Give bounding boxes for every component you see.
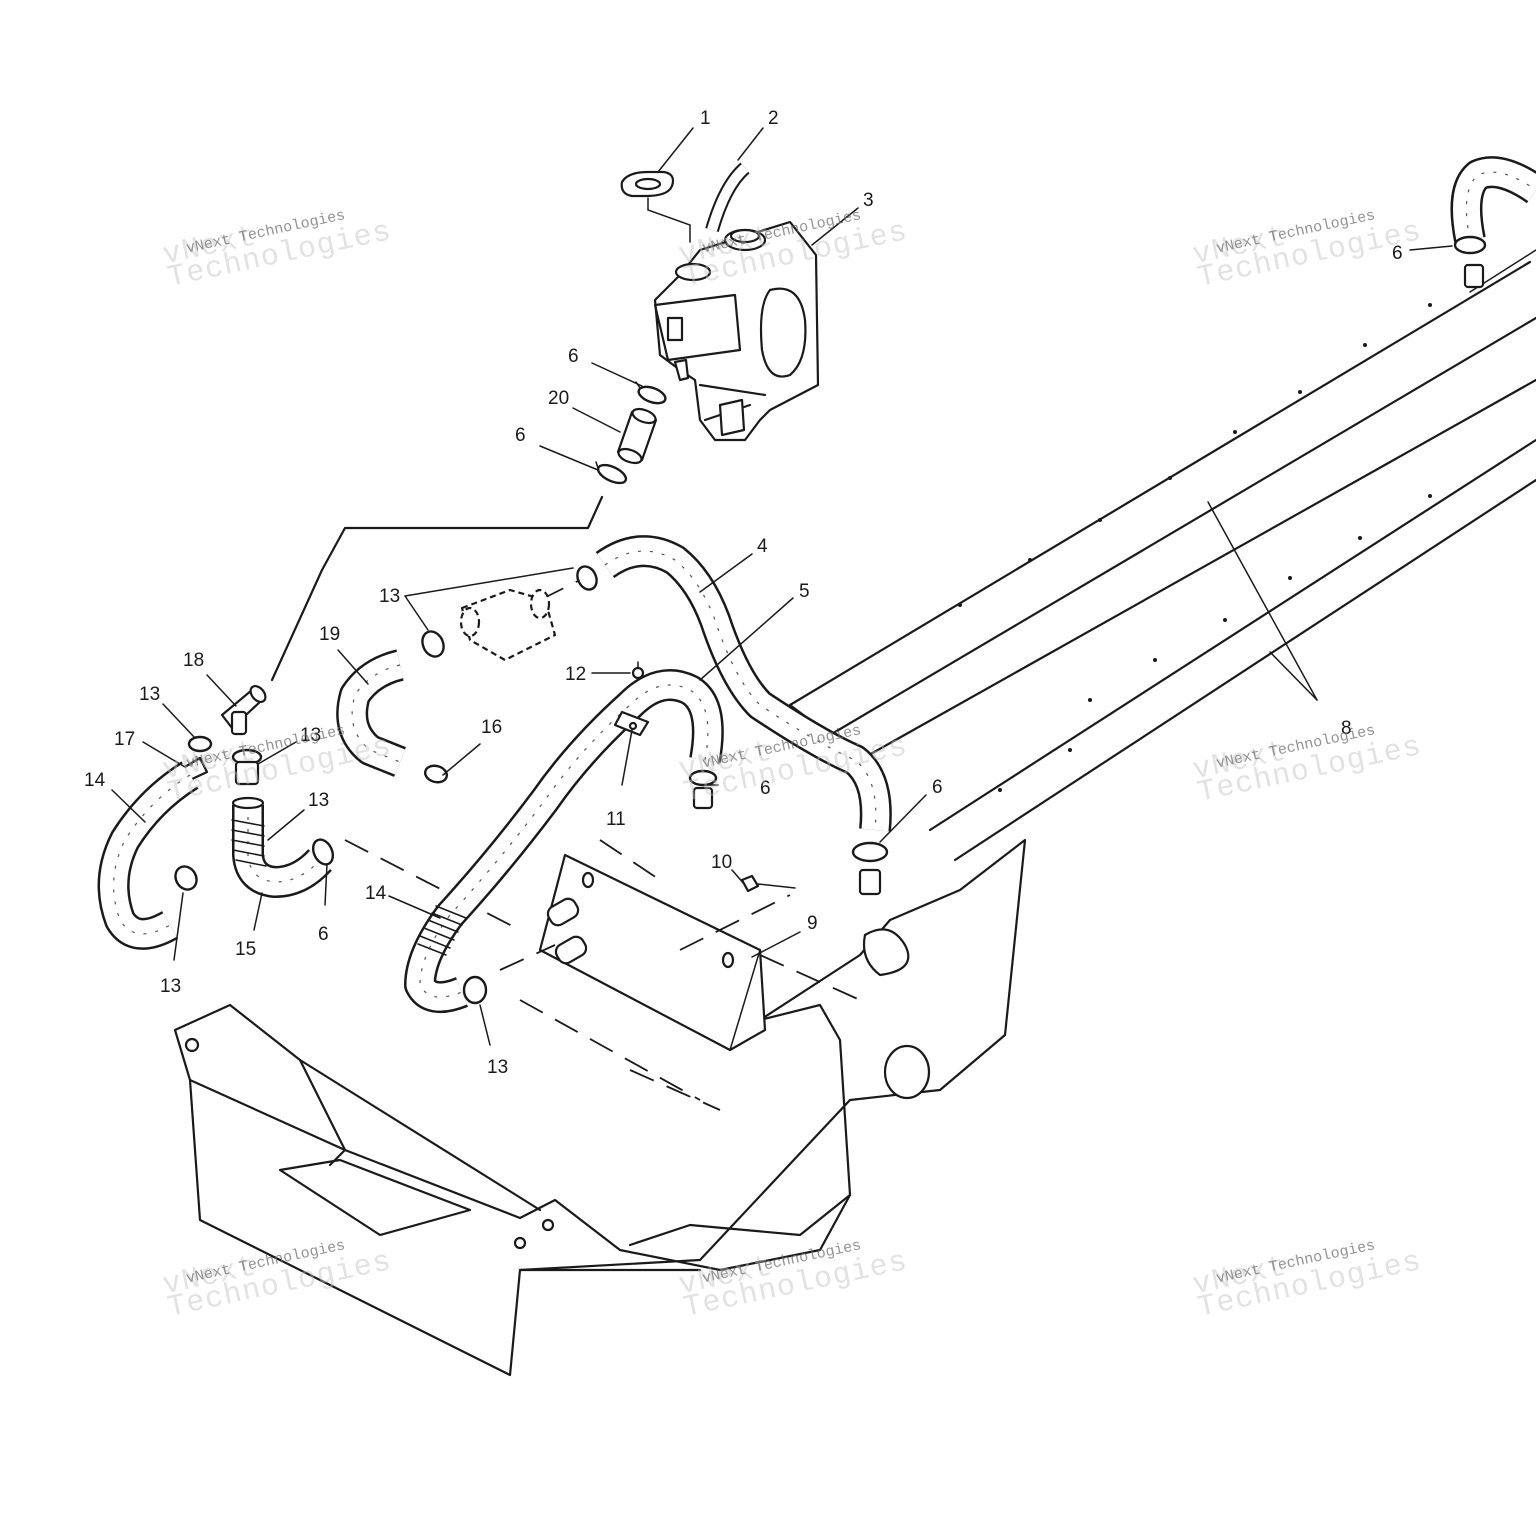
clamp-13-hose19 — [423, 764, 449, 784]
coolant-reservoir-3 — [653, 220, 820, 442]
belly-pan — [173, 838, 1027, 1377]
clamp-6-right — [851, 841, 889, 896]
callout-13: 13 — [139, 684, 160, 705]
hose-5-ribbed-section-14 — [417, 905, 467, 956]
callout-6: 6 — [932, 777, 943, 798]
callout-6: 6 — [318, 924, 329, 945]
assembly-reference-line — [270, 495, 604, 682]
clamp-13-housing — [421, 630, 445, 658]
hose-15 — [231, 796, 332, 898]
callout-11: 11 — [606, 809, 626, 830]
hose-clamp-11 — [613, 710, 650, 737]
callout-6: 6 — [515, 425, 526, 446]
plug-10 — [740, 874, 796, 893]
callout-15: 15 — [235, 939, 256, 960]
callout-13: 13 — [379, 586, 400, 607]
callout-19: 19 — [319, 624, 340, 645]
rail-rivets — [958, 303, 1432, 792]
callout-13: 13 — [300, 725, 321, 746]
callout-6: 6 — [568, 346, 579, 367]
hose-16 — [97, 761, 199, 950]
bleed-screw-12 — [631, 661, 645, 680]
heat-exchanger-9 — [538, 853, 767, 1052]
clamp-6-top-right — [1453, 235, 1487, 289]
callout-16: 14 — [84, 770, 106, 791]
hose-19 — [336, 649, 406, 777]
callout-1: 1 — [700, 108, 711, 129]
thermostat-housing — [459, 588, 557, 662]
leader-lines — [111, 127, 1453, 1046]
callout-5: 5 — [799, 581, 810, 602]
tunnel-rails — [788, 249, 1536, 862]
tee-fitting-18 — [220, 685, 267, 736]
hose-top-right — [1450, 156, 1536, 244]
callout-9: 9 — [807, 913, 818, 934]
clamp-6-hose15 — [311, 838, 335, 866]
clamp-6-upper — [635, 381, 667, 405]
callout-12: 12 — [565, 664, 586, 685]
callout-4: 4 — [757, 536, 768, 557]
clamp-6-lower — [595, 461, 628, 485]
callouts: 1 2 3 6 20 6 4 5 13 19 12 18 13 17 13 16… — [84, 108, 1403, 1078]
callout-6: 6 — [760, 778, 771, 799]
clamp-13-hose16 — [174, 865, 198, 891]
callout-20: 20 — [548, 388, 569, 409]
callout-10: 10 — [711, 852, 732, 873]
callout-14: 14 — [365, 883, 387, 904]
clamp-13-hose4-top — [576, 565, 598, 591]
callout-6: 6 — [1392, 243, 1403, 264]
callout-13: 16 — [481, 717, 502, 738]
callout-14: 13 — [308, 790, 329, 811]
callout-2: 2 — [768, 108, 779, 129]
callout-18: 18 — [183, 650, 204, 671]
hidden-lines — [344, 579, 861, 1111]
clamp-13-tee — [187, 735, 263, 786]
callout-13: 13 — [160, 976, 181, 997]
vent-hose-2 — [705, 162, 750, 232]
hose-5 — [404, 669, 724, 1014]
clamp-6-hose5 — [688, 769, 718, 810]
callout-13: 13 — [487, 1057, 508, 1078]
clamp-13-hose5-bottom — [462, 975, 488, 1005]
hose-20 — [616, 407, 658, 465]
callout-8: 8 — [1341, 718, 1352, 739]
hose-4 — [595, 535, 892, 832]
callout-17: 17 — [114, 729, 135, 750]
callout-3: 3 — [863, 190, 874, 211]
coolant-cap-1 — [620, 170, 691, 243]
